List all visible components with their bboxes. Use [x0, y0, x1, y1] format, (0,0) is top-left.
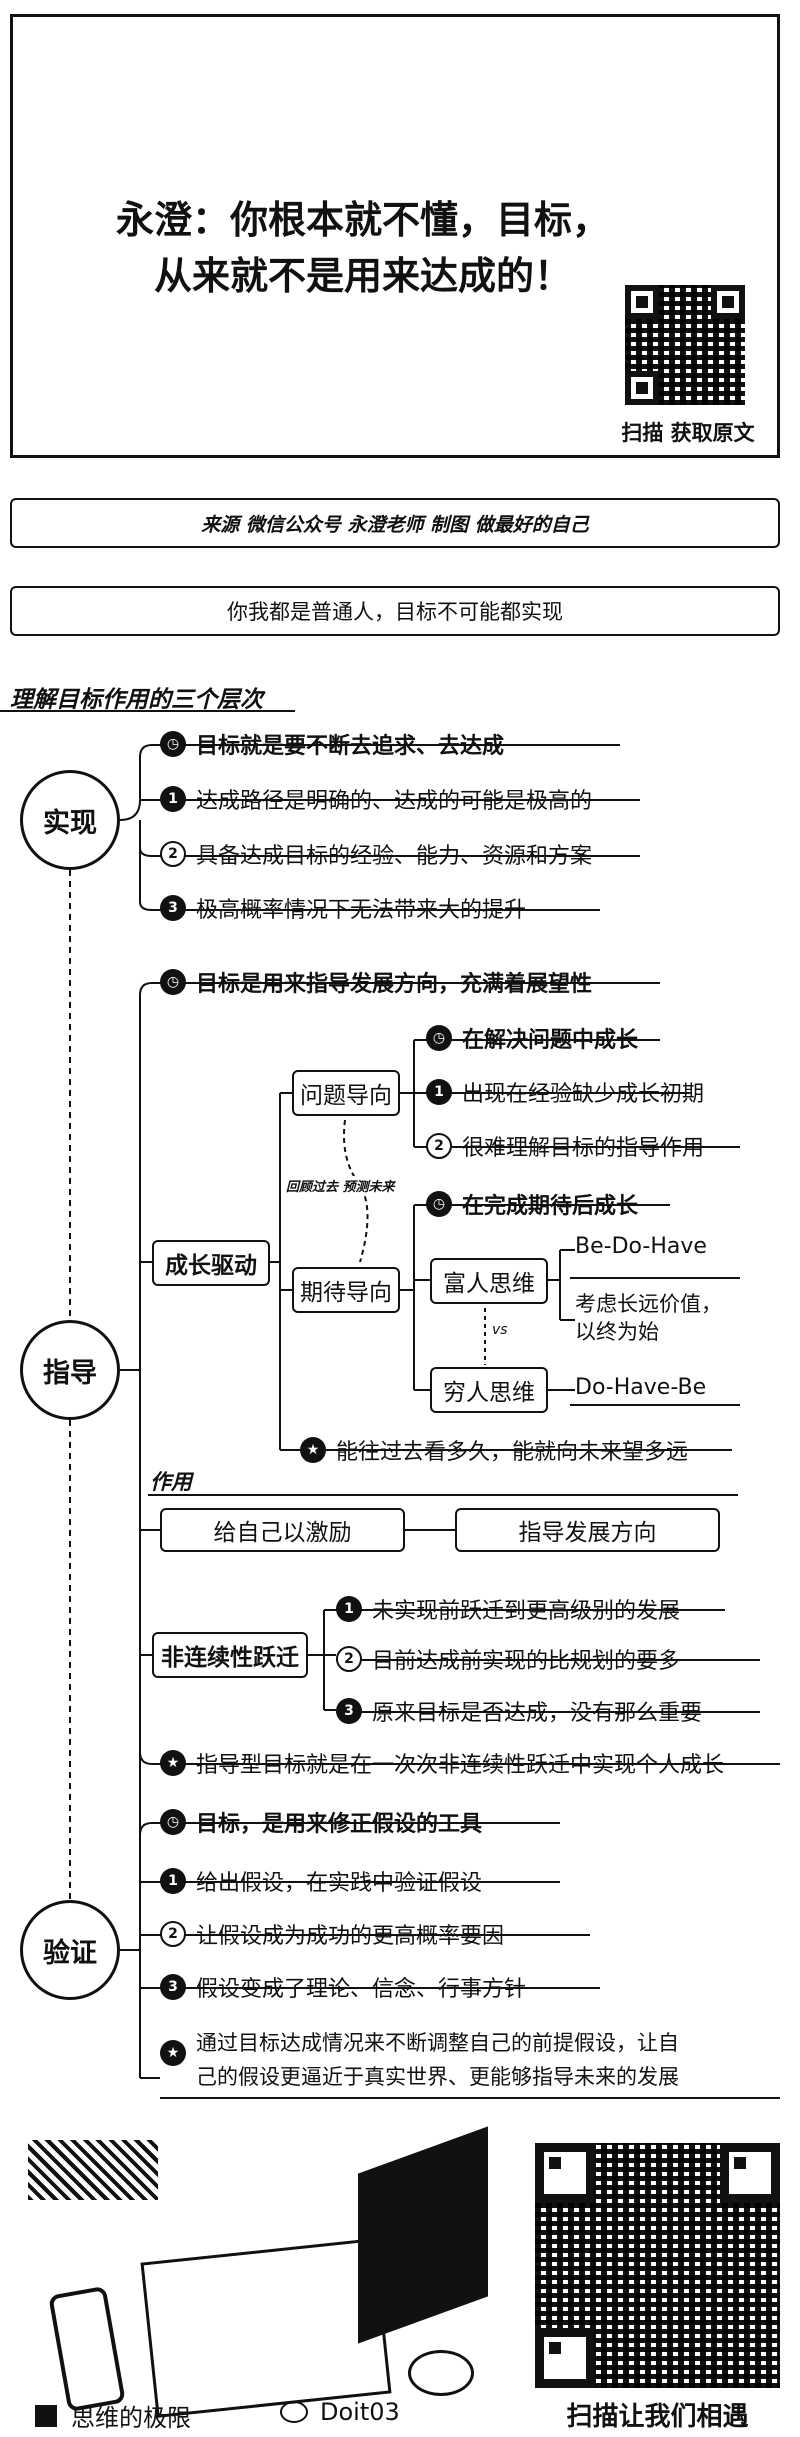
clock-icon: ◷ [160, 969, 186, 995]
laptop-decoration [358, 2126, 488, 2344]
rich-formula: Be-Do-Have [575, 1234, 707, 1259]
leap-node: 非连续性跃迁 [152, 1632, 308, 1678]
role-heading-underline [148, 1494, 738, 1496]
expect-oriented-node: 期待导向 [292, 1267, 400, 1313]
expect-item: ◷在完成期待后成长 [426, 1188, 638, 1220]
notebook-decoration [140, 2238, 392, 2418]
link-label: 回顾过去 预测未来 [284, 1176, 397, 1195]
footer-brand: 思维的极限 [35, 2398, 191, 2433]
phone-decoration [48, 2285, 126, 2413]
level-guide-node: 指导 [20, 1320, 120, 1420]
glasses-decoration [408, 2350, 474, 2396]
number-3-icon: 3 [160, 1974, 186, 2000]
footer-desk-illustration [28, 2126, 488, 2418]
verify-item-0: ◷目标，是用来修正假设的工具 [160, 1806, 482, 1838]
role-heading: 作用 [150, 1470, 192, 1494]
role-motivate-node: 给自己以激励 [160, 1508, 405, 1552]
clock-icon: ◷ [426, 1191, 452, 1217]
number-1-icon: 1 [160, 786, 186, 812]
number-2-icon: 2 [160, 841, 186, 867]
header-qr-code[interactable] [625, 285, 745, 405]
intro-bar: 你我都是普通人，目标不可能都实现 [10, 586, 780, 636]
star-icon: ★ [300, 1437, 326, 1463]
plant-decoration [28, 2140, 158, 2200]
number-3-icon: 3 [336, 1698, 362, 1724]
number-2-icon: 2 [336, 1646, 362, 1672]
poor-formula: Do-Have-Be [575, 1375, 707, 1400]
guide-star-item: ★能往过去看多久，能就向未来望多远 [300, 1434, 688, 1466]
star-icon: ★ [160, 1750, 186, 1776]
number-1-icon: 1 [336, 1596, 362, 1622]
role-direction-node: 指导发展方向 [455, 1508, 720, 1552]
number-2-icon: 2 [426, 1133, 452, 1159]
clock-icon: ◷ [426, 1025, 452, 1051]
wechat-icon [280, 2401, 308, 2423]
level-verify-node: 验证 [20, 1900, 120, 2000]
verify-star-item: ★ 通过目标达成情况来不断调整自己的前提假设，让自 己的假设更逼近于真实世界、更… [160, 2026, 679, 2094]
number-3-icon: 3 [160, 895, 186, 921]
problem-item-0: ◷在解决问题中成长 [426, 1022, 638, 1054]
number-1-icon: 1 [160, 1868, 186, 1894]
star-icon: ★ [160, 2040, 186, 2066]
header-qr-caption: 扫描 获取原文 [621, 421, 755, 445]
header-card: 永澄：你根本就不懂，目标， 从来就不是用来达成的！ 扫描 获取原文 [10, 14, 780, 458]
footer-qr-code[interactable] [535, 2143, 780, 2388]
header-title: 永澄：你根本就不懂，目标， 从来就不是用来达成的！ [115, 198, 610, 298]
number-2-icon: 2 [160, 1921, 186, 1947]
poor-mind-node: 穷人思维 [430, 1367, 548, 1413]
number-1-icon: 1 [426, 1079, 452, 1105]
source-bar: 来源 微信公众号 永澄老师 制图 做最好的自己 [10, 498, 780, 548]
leap-star-item: ★指导型目标就是在一次次非连续性跃迁中实现个人成长 [160, 1747, 724, 1779]
section-heading: 理解目标作用的三个层次 [10, 687, 263, 713]
brand-logo-icon [35, 2404, 57, 2427]
footer-wechat: Doit03 [280, 2398, 400, 2426]
level-realize-node: 实现 [20, 770, 120, 870]
problem-oriented-node: 问题导向 [292, 1070, 400, 1116]
footer-qr-caption: 扫描让我们相遇 [566, 2402, 749, 2432]
realize-item-0: ◷目标就是要不断去追求、去达成 [160, 728, 504, 760]
vs-label: vs [492, 1322, 508, 1338]
clock-icon: ◷ [160, 731, 186, 757]
guide-top-item: ◷目标是用来指导发展方向，充满着展望性 [160, 966, 592, 998]
rich-note: 考虑长远价值， 以终为始 [575, 1292, 722, 1344]
section-heading-underline [0, 710, 295, 712]
growth-drive-node: 成长驱动 [152, 1240, 270, 1286]
clock-icon: ◷ [160, 1809, 186, 1835]
rich-mind-node: 富人思维 [430, 1258, 548, 1304]
